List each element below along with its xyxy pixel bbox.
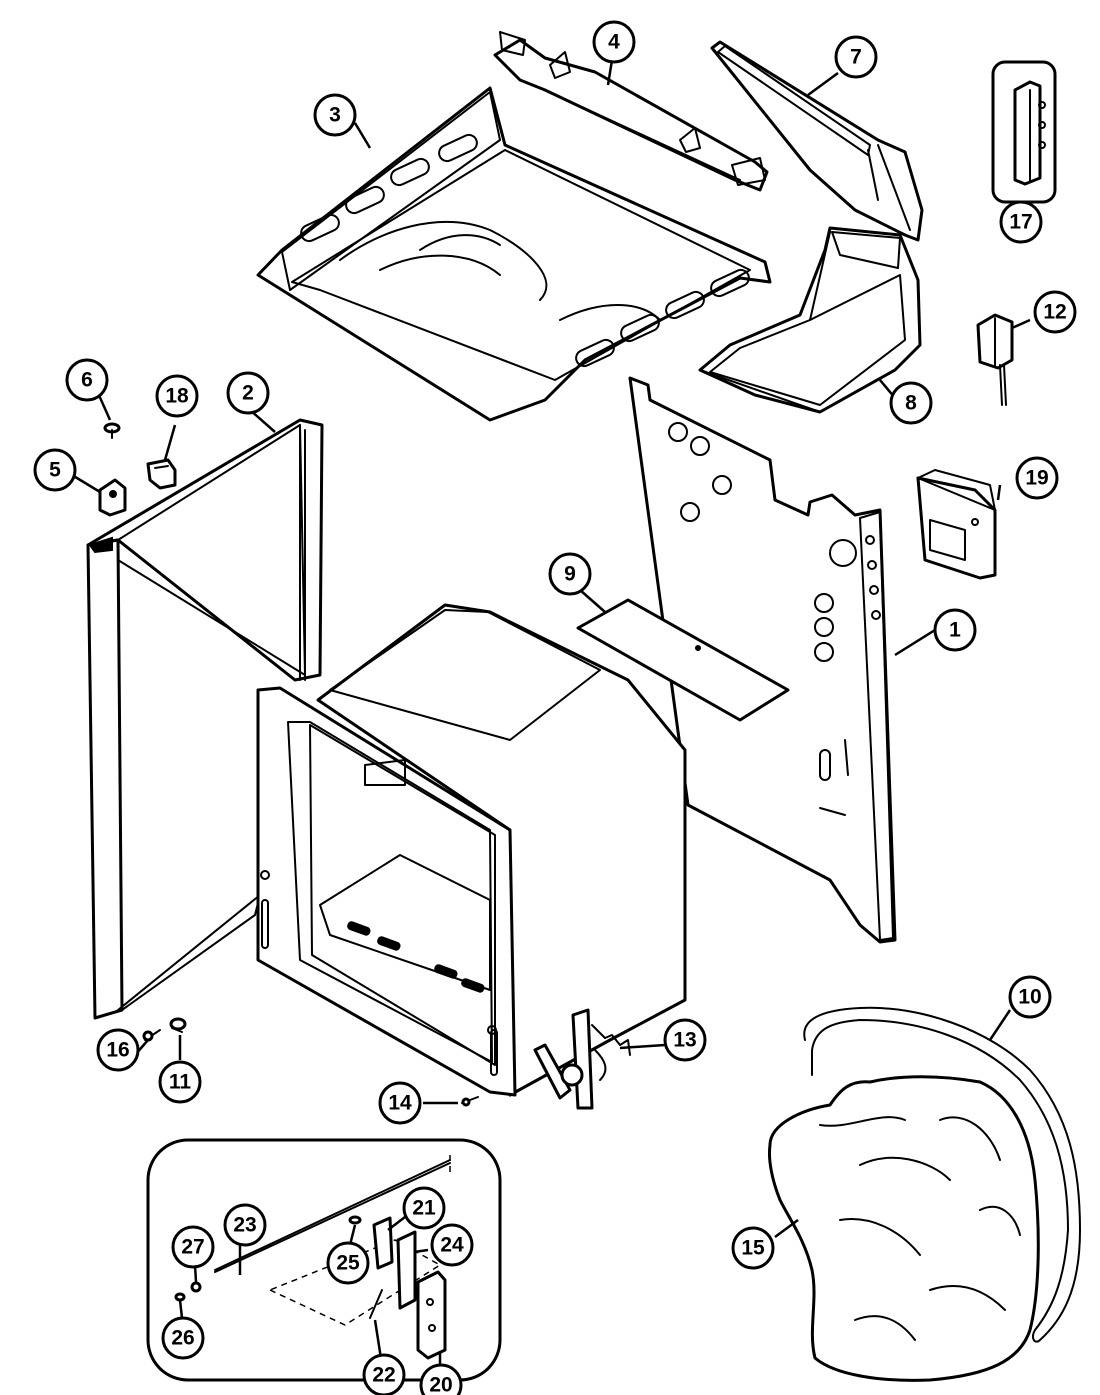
callout-label: 5 bbox=[49, 459, 61, 482]
callout-3: 3 bbox=[313, 93, 357, 137]
callout-15: 15 bbox=[731, 1226, 775, 1270]
callout-label: 16 bbox=[106, 1039, 129, 1062]
callout-label: 9 bbox=[564, 563, 576, 586]
part-small-screw bbox=[103, 422, 121, 439]
part-vent-duct bbox=[710, 40, 924, 242]
callout-label: 18 bbox=[165, 385, 189, 408]
callout-23: 23 bbox=[223, 1203, 267, 1247]
callout-26: 26 bbox=[161, 1316, 205, 1360]
part-door-frame bbox=[86, 418, 324, 1020]
callout-label: 17 bbox=[1009, 211, 1032, 234]
part-door-hinge bbox=[533, 1008, 631, 1110]
callout-10: 10 bbox=[1008, 975, 1052, 1019]
callout-14: 14 bbox=[378, 1081, 422, 1125]
callout-16: 16 bbox=[96, 1028, 140, 1072]
part-cord-clip bbox=[976, 313, 1014, 406]
callout-label: 3 bbox=[329, 104, 341, 127]
callout-label: 23 bbox=[233, 1214, 256, 1237]
part-screw-16 bbox=[142, 1029, 161, 1042]
part-hinge-bracket bbox=[98, 478, 127, 517]
part-screw-14 bbox=[461, 1096, 479, 1107]
callout-label: 22 bbox=[372, 1364, 395, 1387]
callout-label: 24 bbox=[440, 1234, 464, 1257]
callout-label: 19 bbox=[1025, 467, 1048, 490]
callout-label: 10 bbox=[1018, 986, 1041, 1009]
callout-label: 1 bbox=[949, 619, 961, 642]
part-terminal-block-inset bbox=[991, 60, 1057, 204]
part-oven-cavity bbox=[256, 603, 687, 1097]
callout-label: 26 bbox=[171, 1327, 194, 1350]
callout-5: 5 bbox=[33, 448, 77, 492]
callout-9: 9 bbox=[548, 552, 592, 596]
callout-1: 1 bbox=[933, 608, 977, 652]
callout-24: 24 bbox=[430, 1223, 474, 1267]
part-shelf-plate bbox=[576, 598, 790, 722]
callout-label: 8 bbox=[905, 392, 917, 415]
part-insulation-wire bbox=[803, 1006, 1081, 1343]
callout-label: 20 bbox=[429, 1374, 452, 1395]
callout-label: 7 bbox=[850, 46, 862, 69]
callout-18: 18 bbox=[155, 374, 199, 418]
callout-label: 12 bbox=[1043, 301, 1066, 324]
callout-12: 12 bbox=[1033, 290, 1077, 334]
callout-17: 17 bbox=[999, 200, 1043, 244]
part-clip bbox=[146, 458, 177, 490]
callout-19: 19 bbox=[1015, 456, 1059, 500]
callout-label: 2 bbox=[242, 382, 254, 405]
callout-4: 4 bbox=[592, 20, 636, 64]
callout-7: 7 bbox=[834, 35, 878, 79]
callout-27: 27 bbox=[171, 1225, 215, 1269]
callout-22: 22 bbox=[362, 1353, 406, 1395]
callout-label: 13 bbox=[673, 1029, 696, 1052]
callout-8: 8 bbox=[889, 381, 933, 425]
part-top-frame bbox=[256, 86, 772, 422]
part-junction-box bbox=[916, 469, 997, 580]
callout-label: 4 bbox=[608, 31, 620, 54]
callout-label: 21 bbox=[412, 1197, 436, 1220]
part-insulation bbox=[768, 1075, 1040, 1382]
callout-25: 25 bbox=[326, 1241, 370, 1285]
callout-label: 15 bbox=[741, 1237, 765, 1260]
callout-label: 25 bbox=[336, 1252, 360, 1275]
callout-label: 6 bbox=[81, 369, 93, 392]
callout-13: 13 bbox=[663, 1018, 707, 1062]
callout-6: 6 bbox=[65, 358, 109, 402]
callout-21: 21 bbox=[402, 1186, 446, 1230]
part-burner-box bbox=[698, 226, 922, 414]
part-spacer-11 bbox=[169, 1017, 187, 1033]
callout-20: 20 bbox=[419, 1363, 463, 1395]
callout-label: 11 bbox=[169, 1071, 192, 1094]
callout-label: 14 bbox=[388, 1092, 412, 1115]
callout-11: 11 bbox=[158, 1060, 202, 1104]
leader-lines bbox=[71, 59, 1031, 1366]
callout-2: 2 bbox=[226, 371, 270, 415]
callout-label: 27 bbox=[181, 1236, 204, 1259]
part-rear-bracket bbox=[493, 31, 769, 192]
part-side-panel bbox=[628, 376, 897, 944]
